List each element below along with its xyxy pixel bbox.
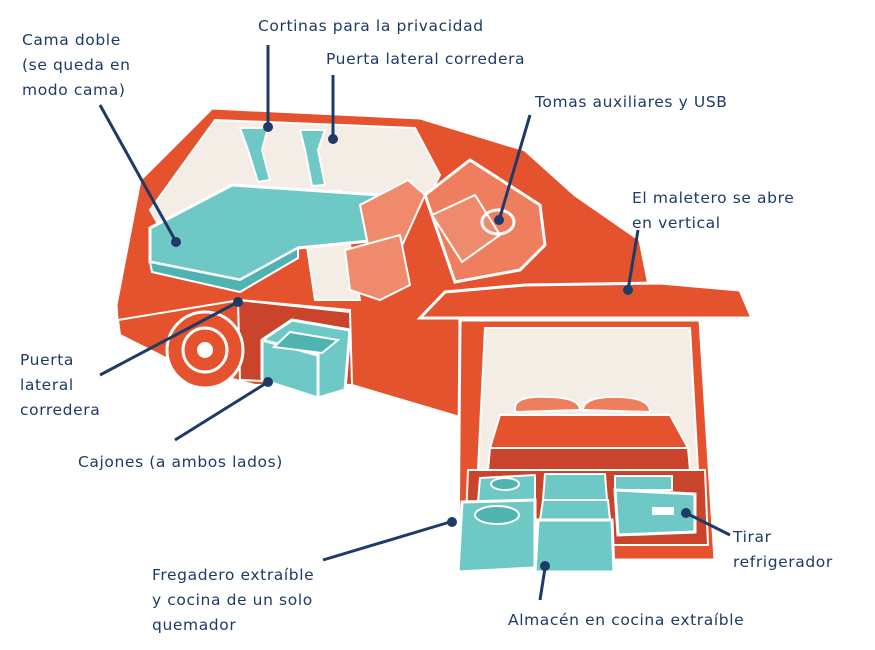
label-almacen: Almacén en cocina extraíble [508,608,744,633]
label-tirar: Tirar refrigerador [733,525,833,575]
label-line: Puerta lateral corredera [326,50,526,68]
leader-dot [233,297,243,307]
storage-drawer [533,473,616,574]
leader-cajones [174,380,269,442]
label-line: Almacén en cocina extraíble [508,611,745,629]
label-cajones: Cajones (a ambos lados) [78,450,283,475]
label-line: refrigerador [733,553,833,571]
label-puerta-lateral-bottom: Puerta lateral corredera [20,348,100,423]
label-line: Cama doble [22,31,121,49]
leader-dot [681,508,691,518]
label-line: modo cama) [22,81,126,99]
label-line: Tomas auxiliares y USB [535,93,728,111]
label-fregadero: Fregadero extraíble y cocina de un solo … [152,563,314,638]
leader-maletero [626,229,640,291]
label-line: El maletero se abre [632,189,795,207]
label-line: Tirar [733,528,772,546]
label-line: y cocina de un solo [152,591,313,609]
label-line: en vertical [632,214,721,232]
leader-dot [263,122,273,132]
leader-dots [171,122,691,571]
leader-almacen [538,567,547,601]
leader-cama [98,104,177,241]
leader-lines [98,45,731,601]
label-line: Cortinas para la privacidad [258,17,484,35]
label-line: quemador [152,616,237,634]
leader-dot [447,517,457,527]
sink-drawer [456,473,537,574]
side-drawer [260,318,352,400]
label-line: corredera [20,401,101,419]
label-cortinas: Cortinas para la privacidad [258,14,484,39]
leader-dot [263,377,273,387]
leader-dot [494,215,504,225]
leader-tomas [498,114,532,218]
label-maletero: El maletero se abre en vertical [632,186,794,236]
leader-dot [171,237,181,247]
leader-fregadero [322,520,451,562]
label-line: Fregadero extraíble [152,566,315,584]
leader-dot [328,134,338,144]
fridge-drawer [613,475,697,537]
leader-tirar [685,511,731,537]
label-tomas: Tomas auxiliares y USB [535,90,728,115]
label-line: Cajones (a ambos lados) [78,453,283,471]
leader-dot [540,561,550,571]
label-line: Puerta [20,351,74,369]
label-puerta-lateral-top: Puerta lateral corredera [326,47,525,72]
label-line: (se queda en [22,56,131,74]
leader-dot [623,285,633,295]
leader-puerta-inf [99,300,239,377]
label-cama: Cama doble (se queda en modo cama) [22,28,131,103]
label-line: lateral [20,376,74,394]
